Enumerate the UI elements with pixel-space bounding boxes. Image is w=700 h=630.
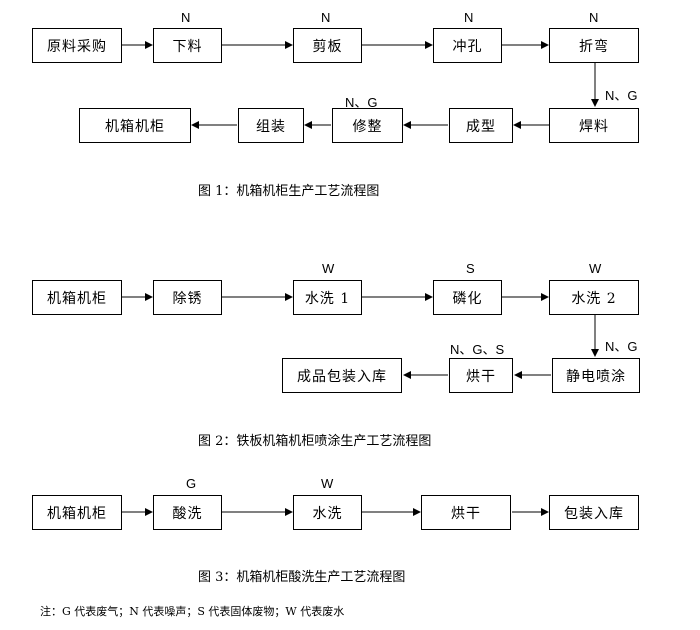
marker-label: N (589, 10, 599, 25)
marker-label: S (466, 261, 475, 276)
figure-caption: 图 2：铁板机箱机柜喷涂生产工艺流程图 (198, 434, 432, 449)
marker-label: W (589, 261, 602, 276)
marker-label: W (322, 261, 335, 276)
process-node: 下料 (153, 28, 222, 63)
legend-note: 注：G 代表废气；N 代表噪声；S 代表固体废物；W 代表废水 (40, 605, 345, 618)
process-node: 水洗 2 (549, 280, 639, 315)
process-node: 焊料 (549, 108, 639, 143)
process-node: 成型 (449, 108, 513, 143)
marker-label: N、G (605, 339, 638, 354)
marker-label: N (181, 10, 191, 25)
figure-caption: 图 3：机箱机柜酸洗生产工艺流程图 (198, 570, 406, 585)
process-node: 机箱机柜 (32, 280, 122, 315)
process-node: 剪板 (293, 28, 362, 63)
process-node: 静电喷涂 (552, 358, 640, 393)
process-node: 烘干 (449, 358, 513, 393)
marker-label: N、G (345, 95, 378, 110)
process-node: 折弯 (549, 28, 639, 63)
marker-label: N (464, 10, 474, 25)
process-node: 修整 (332, 108, 403, 143)
process-node: 冲孔 (433, 28, 502, 63)
marker-label: W (321, 476, 334, 491)
process-node: 组装 (238, 108, 304, 143)
process-node: 除锈 (153, 280, 222, 315)
marker-label: G (186, 476, 197, 491)
process-node: 水洗 1 (293, 280, 362, 315)
marker-label: N (321, 10, 331, 25)
process-node: 包装入库 (549, 495, 639, 530)
process-node: 酸洗 (153, 495, 222, 530)
process-node: 成品包装入库 (282, 358, 402, 393)
process-node: 烘干 (421, 495, 511, 530)
process-node: 机箱机柜 (79, 108, 191, 143)
process-node: 水洗 (293, 495, 362, 530)
process-node: 磷化 (433, 280, 502, 315)
marker-label: N、G、S (450, 342, 505, 357)
process-node: 机箱机柜 (32, 495, 122, 530)
marker-label: N、G (605, 88, 638, 103)
process-node: 原料采购 (32, 28, 122, 63)
figure-caption: 图 1：机箱机柜生产工艺流程图 (198, 184, 380, 199)
